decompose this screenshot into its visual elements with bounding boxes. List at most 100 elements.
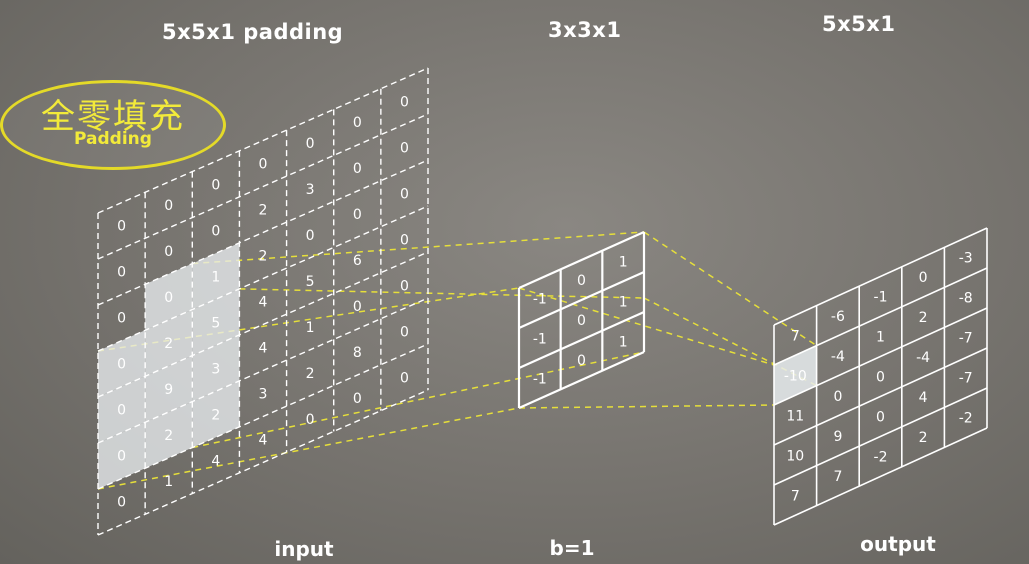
input-grid-cell-value: 0	[117, 495, 126, 511]
connector-kernel-output-bottom	[518, 404, 775, 409]
input-grid-cell-value: 0	[400, 278, 409, 294]
kernel-grid-cell-value: 1	[619, 334, 628, 350]
input-grid-cell-value: 4	[259, 341, 268, 357]
input-grid-hline	[97, 389, 429, 536]
output-grid-cell-value: -2	[874, 450, 888, 466]
input-grid-hline	[97, 343, 429, 490]
output-grid-cell-value: 10	[786, 448, 804, 464]
input-grid-hline	[97, 251, 429, 398]
kernel-grid-cell-value: 0	[577, 273, 586, 289]
output-grid-hline	[773, 387, 988, 486]
input-grid-cell-value: 0	[400, 232, 409, 248]
input-grid-cell-value: 0	[211, 223, 220, 239]
input-grid-highlight-cell	[192, 334, 240, 402]
output-grid-cell-value: 0	[833, 389, 842, 405]
input-grid-cell-value: 0	[117, 311, 126, 327]
input-grid-cell-value: 2	[306, 366, 315, 382]
output-grid-cell-value: 0	[919, 270, 928, 286]
output-grid-cell-value: -1	[874, 290, 888, 306]
input-grid-cell-value: 0	[353, 115, 362, 131]
padding-badge: 全零填充 Padding	[0, 80, 226, 170]
input-grid-cell-value: 0	[400, 370, 409, 386]
input-grid-cell-value: 0	[306, 136, 315, 152]
output-grid-hline	[773, 307, 988, 406]
output-grid-cell-value: -7	[959, 331, 973, 347]
input-grid-cell-value: 6	[353, 253, 362, 269]
input-grid-cell-value: 5	[306, 274, 315, 290]
output-grid-cell-value: -2	[959, 411, 973, 427]
input-grid-cell-value: 0	[353, 391, 362, 407]
output-grid-cell-value: -10	[784, 368, 807, 384]
output-grid-cell-value: 7	[791, 328, 800, 344]
output-grid-cell-value: 9	[833, 429, 842, 445]
input-grid-cell-value: 0	[400, 324, 409, 340]
input-grid: 0000000000230000120000254560093410002232…	[97, 67, 429, 536]
kernel-grid-cell-value: -1	[533, 292, 547, 308]
input-dims-title: 5x5x1 padding	[162, 20, 344, 44]
connector-input-kernel-mid	[239, 288, 645, 299]
input-grid-hline	[97, 205, 429, 352]
input-grid-cell-value: 0	[117, 219, 126, 235]
input-grid-cell-value: 0	[164, 244, 173, 260]
input-grid-cell-value: 0	[117, 449, 126, 465]
input-grid-cell-value: 2	[259, 249, 268, 265]
input-grid-cell-value: 0	[117, 265, 126, 281]
kernel-grid-hline	[518, 310, 645, 370]
input-grid-hline	[97, 67, 429, 214]
input-grid-cell-value: 5	[211, 315, 220, 331]
output-grid-cell-value: 11	[786, 408, 804, 424]
output-grid-hline	[773, 227, 988, 326]
input-grid-cell-value: 0	[353, 207, 362, 223]
kernel-grid-hline	[518, 270, 645, 330]
output-dims-title: 5x5x1	[822, 12, 896, 36]
bias-label: b=1	[550, 536, 595, 560]
input-grid-cell-value: 0	[400, 186, 409, 202]
output-grid-hline	[773, 347, 988, 446]
input-grid-cell-value: 0	[400, 94, 409, 110]
input-grid-cell-value: 0	[259, 157, 268, 173]
input-grid-cell-value: 2	[164, 428, 173, 444]
input-grid-cell-value: 2	[259, 203, 268, 219]
input-grid-cell-value: 0	[117, 403, 126, 419]
input-grid-cell-value: 2	[164, 336, 173, 352]
input-grid-cell-value: 8	[353, 345, 362, 361]
input-grid-cell-value: 0	[306, 412, 315, 428]
output-grid-cell-value: -4	[916, 350, 930, 366]
input-grid-cell-value: 0	[353, 299, 362, 315]
kernel-grid-cell-value: 0	[577, 313, 586, 329]
output-grid-hline	[773, 267, 988, 366]
input-grid-cell-value: 0	[400, 140, 409, 156]
input-grid-cell-value: 4	[211, 453, 220, 469]
input-grid-cell-value: 1	[164, 474, 173, 490]
input-grid-cell-value: 0	[353, 161, 362, 177]
input-grid-cell-value: 2	[211, 407, 220, 423]
output-grid-cell-value: -3	[959, 251, 973, 267]
kernel-grid: -101-101-101	[517, 230, 646, 410]
output-grid-cell-value: 1	[876, 330, 885, 346]
input-grid-highlight-cell	[98, 330, 146, 397]
output-label: output	[860, 532, 936, 556]
input-grid-cell-value: 0	[164, 290, 173, 306]
output-grid-cell-value: -6	[831, 309, 845, 325]
kernel-grid-cell-value: 1	[619, 254, 628, 270]
output-grid-cell-value: -7	[959, 371, 973, 387]
input-grid-highlight-cell	[145, 309, 193, 377]
input-grid-highlight-cell	[192, 288, 240, 356]
input-grid-cell-value: 1	[306, 320, 315, 336]
output-grid-cell-value: 0	[876, 370, 885, 386]
input-grid-cell-value: 0	[306, 228, 315, 244]
connector-kernel-output-top	[643, 231, 818, 347]
output-grid-cell-value: -4	[831, 349, 845, 365]
kernel-grid-cell-value: -1	[533, 372, 547, 388]
output-grid-cell-value: 4	[919, 390, 928, 406]
output-grid-cell-value: 2	[919, 430, 928, 446]
kernel-grid-cell-value: -1	[533, 332, 547, 348]
kernel-grid-cell-value: 1	[619, 294, 628, 310]
input-label: input	[274, 537, 334, 561]
input-grid-hline	[97, 159, 429, 306]
output-grid-cell-value: 7	[833, 469, 842, 485]
input-grid-highlight-cell	[145, 401, 193, 469]
input-grid-highlight-cell	[145, 355, 193, 423]
input-grid-cell-value: 3	[259, 387, 268, 403]
